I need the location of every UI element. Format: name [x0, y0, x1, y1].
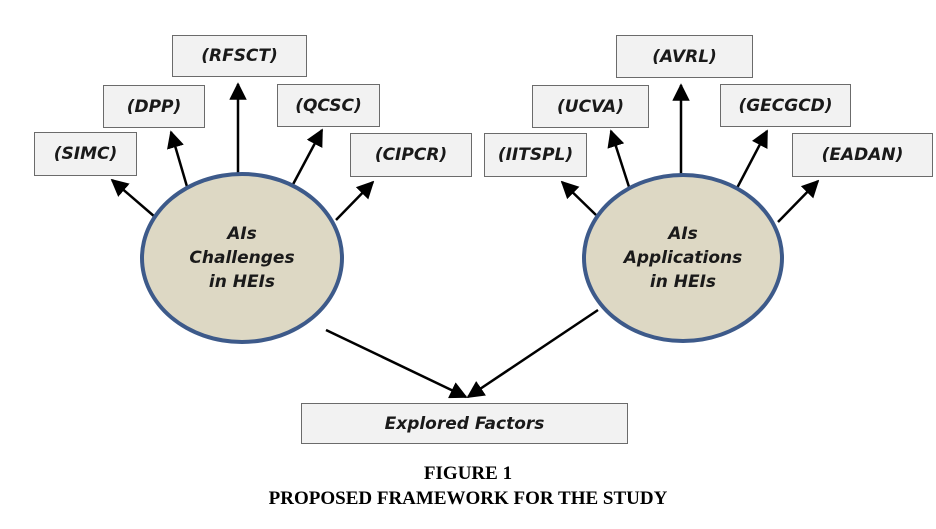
arrow-applications-to-gecgcd	[734, 129, 769, 191]
factor-box-avrl: (AVRL)	[616, 35, 753, 78]
arrow-challenges-to-dpp	[167, 130, 190, 191]
challenges-node-line-3: in HEIs	[208, 272, 276, 292]
applications-node-line-1: AIs	[668, 224, 698, 244]
applications-node-line-2: Applications	[623, 248, 743, 268]
arrow-applications-to-eadan	[777, 179, 820, 223]
challenges-node-line-1: AIs	[227, 224, 257, 244]
arrow-challenges-to-qcsc	[288, 128, 324, 191]
arrow-challenges-to-cipcr	[335, 180, 375, 221]
factor-box-gecgcd: (GECGCD)	[720, 84, 851, 127]
challenges-node: AIs Challenges in HEIs	[140, 172, 344, 344]
factor-box-rfsct: (RFSCT)	[172, 35, 307, 77]
factor-box-qcsc: (QCSC)	[277, 84, 380, 127]
factor-box-ucva: (UCVA)	[532, 85, 649, 128]
explored-factors-box: Explored Factors	[301, 403, 628, 444]
challenges-node-line-2: Challenges	[189, 248, 295, 268]
arrow-applications-to-factors	[466, 308, 599, 399]
applications-node: AIs Applications in HEIs	[582, 173, 784, 343]
applications-node-line-3: in HEIs	[649, 272, 717, 292]
figure-number: FIGURE 1	[423, 463, 513, 484]
arrow-challenges-to-simc	[110, 178, 156, 218]
arrow-applications-to-ucva	[607, 129, 632, 191]
factor-box-iitspl: (IITSPL)	[484, 133, 587, 177]
factor-box-cipcr: (CIPCR)	[350, 133, 472, 177]
arrow-applications-to-iitspl	[560, 180, 597, 216]
factor-box-simc: (SIMC)	[34, 132, 137, 176]
arrow-challenges-to-factors	[325, 328, 468, 399]
factor-box-dpp: (DPP)	[103, 85, 205, 128]
factor-box-eadan: (EADAN)	[792, 133, 933, 177]
figure-title: PROPOSED FRAMEWORK FOR THE STUDY	[268, 488, 668, 509]
